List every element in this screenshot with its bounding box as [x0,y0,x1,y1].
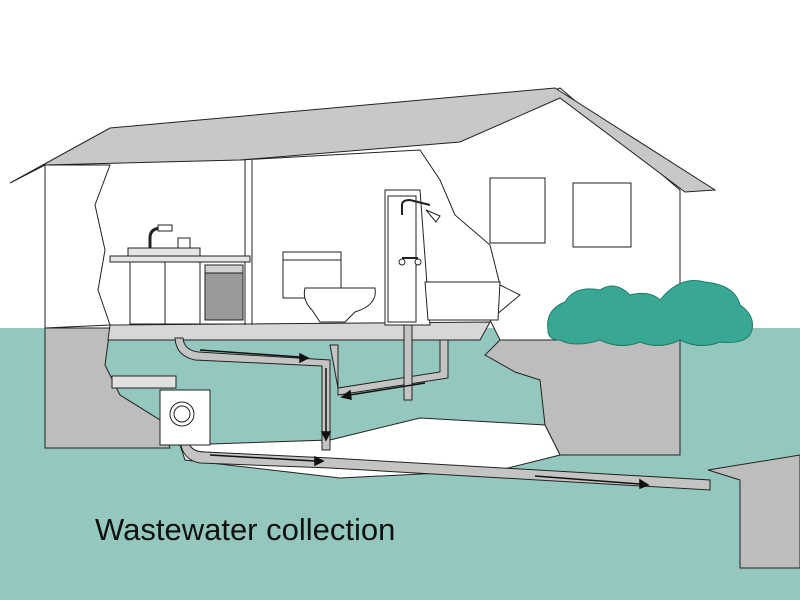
bathtub-icon [425,282,500,320]
kitchen-counter [110,256,250,324]
diagram-caption: Wastewater collection [95,512,395,548]
window-right [573,183,631,247]
window-left [490,178,545,243]
main-floor-slab [108,322,490,340]
house-wall-left [45,165,110,328]
